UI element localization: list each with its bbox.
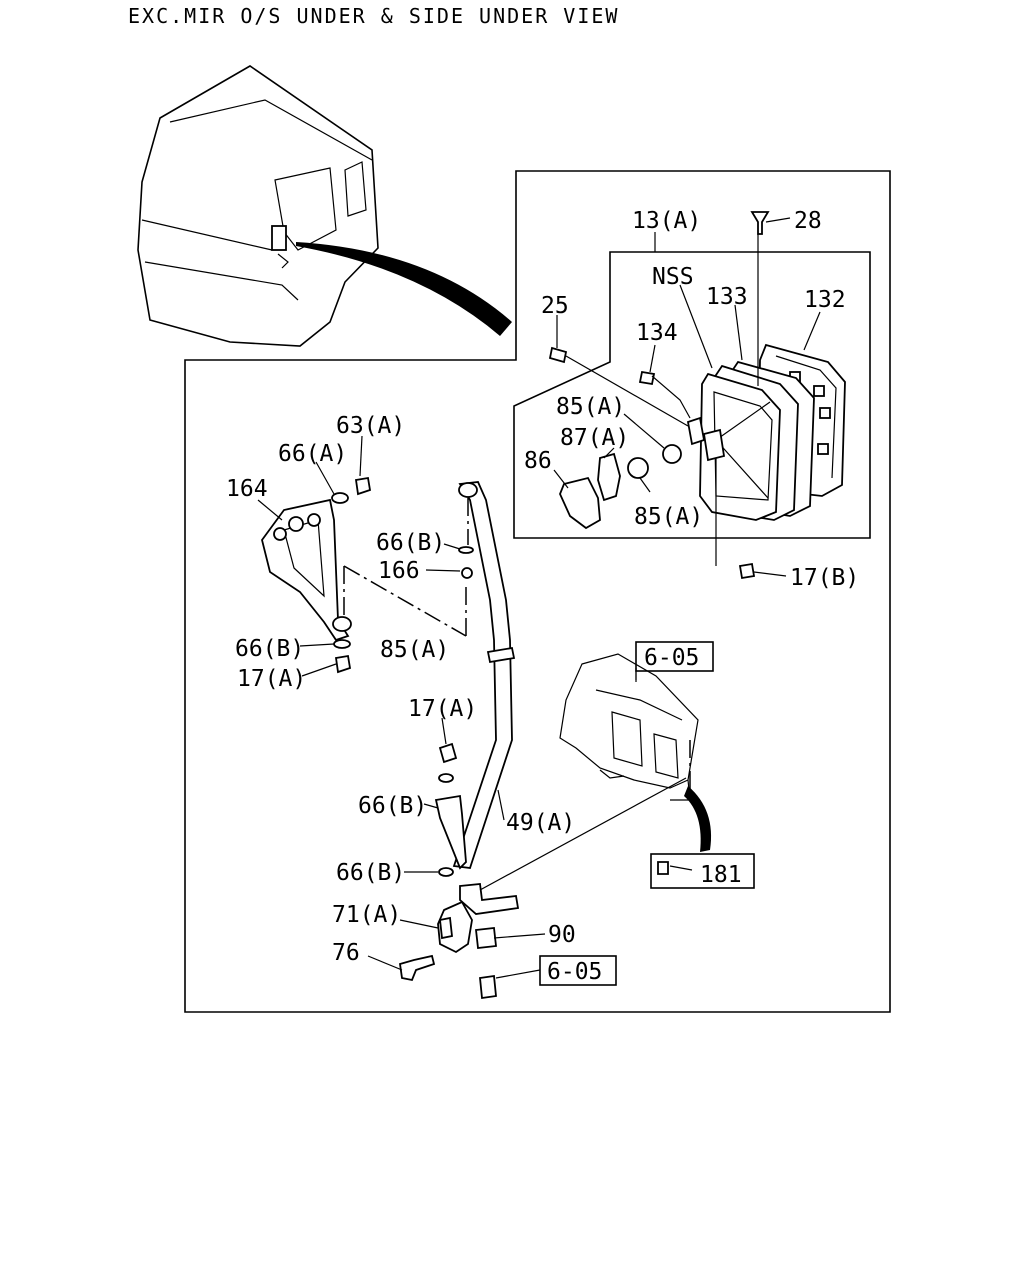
part-label[interactable]: 17(A) — [237, 666, 306, 692]
part-label[interactable]: 66(B) — [336, 860, 405, 886]
part-label[interactable]: 166 — [378, 558, 420, 584]
part-label[interactable]: 85(A) — [380, 637, 449, 663]
part-label[interactable]: 49(A) — [506, 810, 575, 836]
body-section — [479, 653, 712, 891]
ref-label: 6-05 — [547, 959, 602, 985]
ref-label: 6-05 — [644, 645, 699, 671]
construction-lines — [343, 498, 691, 790]
part-label[interactable]: NSS — [652, 264, 694, 290]
bracket-164 — [261, 476, 372, 674]
part-label[interactable]: 13(A) — [632, 208, 701, 234]
part-label[interactable]: 85(A) — [634, 504, 703, 530]
part-label[interactable]: 28 — [794, 208, 822, 234]
ref-box-6-05-bottom[interactable]: 6-05 — [539, 955, 617, 986]
part-label[interactable]: 164 — [226, 476, 268, 502]
ref-label: 181 — [700, 862, 742, 888]
part-label[interactable]: 85(A) — [556, 394, 625, 420]
part-label[interactable]: 86 — [524, 448, 552, 474]
part-label[interactable]: 63(A) — [336, 413, 405, 439]
part-label[interactable]: 66(B) — [376, 530, 445, 556]
mirror-subassembly-box — [513, 251, 871, 539]
part-label[interactable]: 133 — [706, 284, 748, 310]
part-label[interactable]: 71(A) — [332, 902, 401, 928]
part-label[interactable]: 25 — [541, 293, 569, 319]
part-label[interactable]: 66(B) — [358, 793, 427, 819]
part-label[interactable]: 17(A) — [408, 696, 477, 722]
mirror-assembly — [548, 211, 846, 580]
part-label[interactable]: 134 — [636, 320, 678, 346]
part-labels: 13(A) 28 NSS 133 132 25 134 85(A) 87(A) … — [226, 208, 859, 966]
bolt-icon — [657, 861, 669, 875]
part-label[interactable]: 87(A) — [560, 425, 629, 451]
part-label[interactable]: 90 — [548, 922, 576, 948]
part-label[interactable]: 17(B) — [790, 565, 859, 591]
vehicle-outline — [137, 65, 512, 347]
part-label[interactable]: 66(B) — [235, 636, 304, 662]
ref-box-6-05-top[interactable]: 6-05 — [635, 641, 714, 672]
part-label[interactable]: 132 — [804, 287, 846, 313]
leader-lines — [257, 217, 821, 979]
part-label[interactable]: 66(A) — [278, 441, 347, 467]
main-frame — [184, 170, 891, 1013]
diagram-title: EXC.MIR O/S UNDER & SIDE UNDER VIEW — [128, 4, 619, 28]
ref-box-181[interactable]: 181 — [650, 853, 755, 889]
support-arm-49A — [398, 481, 520, 1000]
part-label[interactable]: 76 — [332, 940, 360, 966]
